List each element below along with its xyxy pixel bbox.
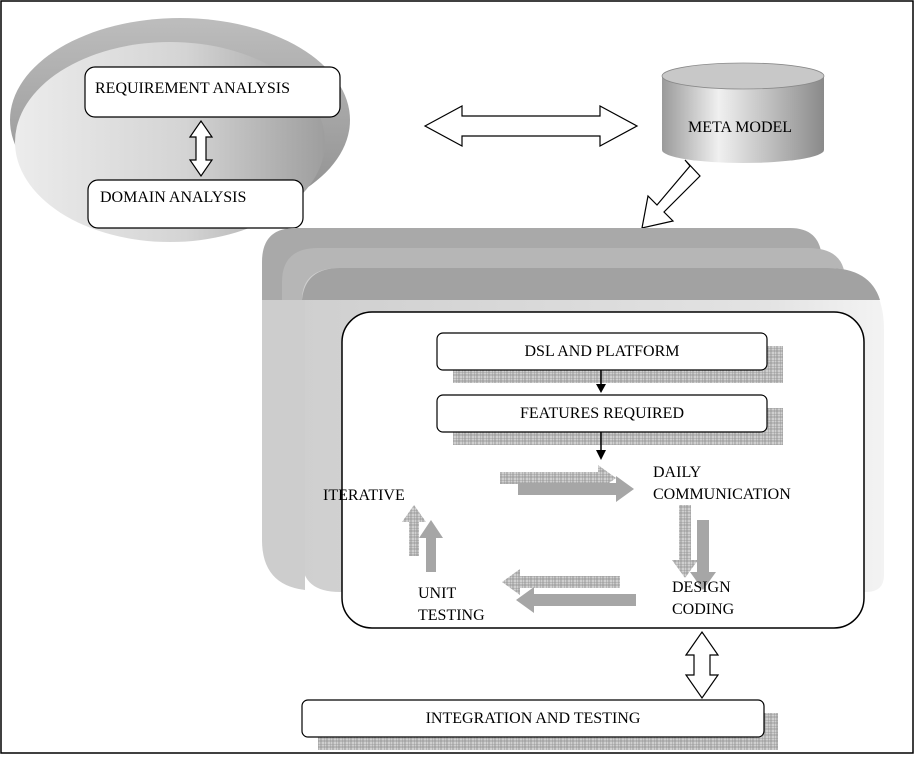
meta-model-cylinder-top: [661, 62, 825, 90]
to-daily-arrow-solid: [518, 476, 634, 502]
to-unit-arrow-hatched: [502, 569, 620, 595]
integration-and-testing-label: INTEGRATION AND TESTING: [425, 710, 641, 727]
requirement-analysis-box: [84, 66, 341, 118]
meta-model-label: META MODEL: [688, 119, 793, 136]
domain-analysis-box: [87, 179, 304, 229]
to-iterative-arrow-solid: [419, 520, 443, 572]
analysis-metamodel-double-arrow: [423, 104, 639, 148]
dsl-features-arrow-head: [596, 384, 606, 393]
daily-communication-label-line2: COMMUNICATION: [653, 486, 791, 503]
to-design-arrow-solid: [690, 520, 716, 590]
meta-model-cylinder-body: [662, 76, 824, 163]
to-design-arrow-hatched: [672, 505, 698, 578]
process-integration-double-arrow: [684, 630, 720, 700]
dsl-and-platform-label: DSL AND PLATFORM: [524, 343, 680, 360]
requirement-domain-double-arrow: [188, 119, 214, 178]
to-unit-arrow-solid: [516, 587, 636, 613]
metamodel-down-arrow: [641, 159, 701, 229]
domain-analysis-label: DOMAIN ANALYSIS: [100, 189, 247, 206]
features-required-label: FEATURES REQUIRED: [519, 405, 684, 422]
unit-testing-label-line2: TESTING: [418, 607, 485, 624]
dsl-and-platform-box: [436, 332, 768, 371]
daily-communication-label-line1: DAILY: [653, 464, 702, 481]
stack-top-band: [302, 268, 880, 300]
integration-and-testing-box: [301, 699, 765, 738]
unit-testing-label-line1: UNIT: [418, 585, 457, 602]
features-daily-arrow-head: [596, 450, 606, 460]
features-required-box: [436, 394, 768, 433]
requirement-analysis-label: REQUIREMENT ANALYSIS: [95, 80, 290, 97]
design-coding-label-line1: DESIGN: [672, 579, 731, 596]
iterative-label: ITERATIVE: [323, 487, 405, 504]
to-iterative-arrow-hatched: [402, 505, 426, 556]
to-daily-arrow-hatched: [500, 465, 616, 491]
stack-left-edge: [262, 300, 305, 590]
design-coding-label-line2: CODING: [672, 601, 735, 618]
